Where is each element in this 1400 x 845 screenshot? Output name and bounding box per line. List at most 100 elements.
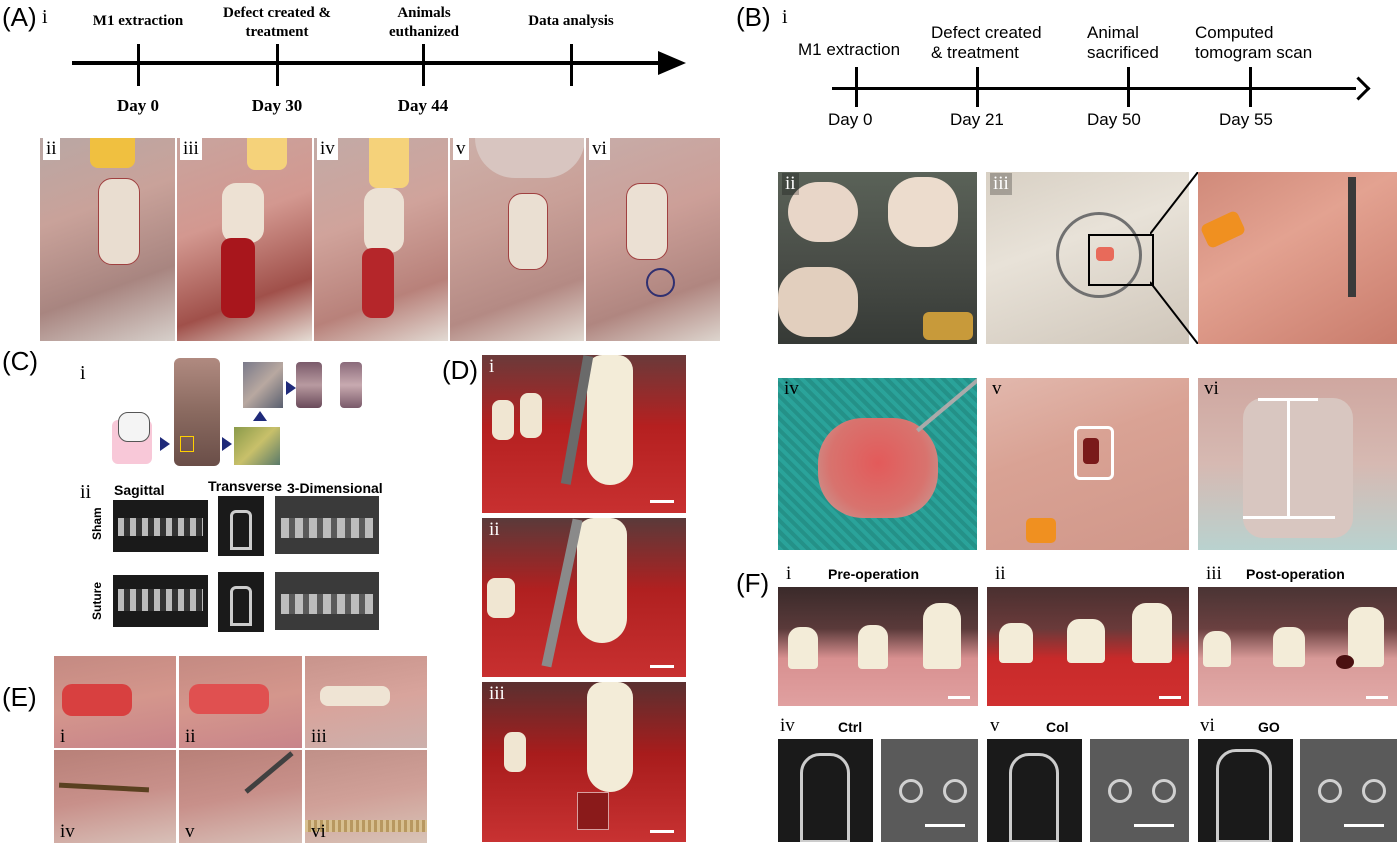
brass-fitting-shape — [923, 312, 973, 340]
timeline-event: Defect created & treatment — [931, 23, 1042, 62]
timeline-tick — [1127, 67, 1130, 107]
scale-bar — [650, 665, 674, 668]
panel-label-c: (C) — [2, 346, 39, 376]
timeline-day: Day 50 — [1087, 110, 1141, 129]
timeline-tick — [422, 44, 425, 86]
timeline-day: Day 0 — [116, 96, 160, 115]
panel-a-photo-vi: vi — [586, 138, 720, 341]
ct-root-shape — [1108, 779, 1132, 803]
tooth-shape — [923, 603, 961, 669]
molar-shape — [508, 193, 548, 270]
panel-label-b: (B) — [736, 2, 771, 32]
ct-ctrl-transverse — [881, 739, 978, 842]
ct-suture-3d — [275, 572, 379, 630]
ct-roman: iv — [780, 715, 795, 736]
photo-roman: vi — [589, 138, 610, 160]
probe-shape — [58, 782, 150, 793]
timeline-tick — [137, 44, 140, 86]
zoom-connector-lines — [1150, 172, 1199, 344]
ct-header: Col — [1046, 719, 1069, 735]
timeline-tick — [276, 44, 279, 86]
molars-shape — [320, 686, 390, 706]
panel-label-e: (E) — [2, 682, 37, 712]
photo-roman: iv — [784, 378, 799, 399]
tooth-shape — [1203, 631, 1231, 667]
timeline-axis — [72, 61, 662, 65]
scale-bar — [1366, 696, 1388, 699]
instrument-shape — [1348, 177, 1356, 297]
panel-e-photo-v: v — [179, 750, 302, 843]
panel-d-photo-ii: ii — [482, 518, 686, 677]
photo-roman: iv — [317, 138, 338, 160]
panel-f-photo-iii: iii Post-operation — [1198, 563, 1397, 706]
gloved-hand-shape — [888, 177, 958, 247]
ct-root-shape — [1318, 779, 1342, 803]
panel-f-photo-ii: ii — [987, 563, 1189, 706]
panel-c-roman-ii: ii — [80, 481, 92, 503]
tooth-shape — [1067, 619, 1105, 663]
ct-header: GO — [1258, 719, 1280, 735]
timeline-event: M1 extraction — [92, 13, 184, 29]
panel-b-photo-vi: vi — [1198, 378, 1397, 550]
measurement-line — [1287, 398, 1290, 518]
instrument-shape — [244, 751, 294, 794]
ct-teeth-shape — [118, 589, 203, 611]
defect-blood — [62, 684, 132, 716]
ct-row-label: Suture — [90, 581, 104, 620]
panel-label-f: (F) — [736, 568, 770, 598]
tooth-shape — [1273, 627, 1305, 667]
incisor-shape — [504, 732, 526, 772]
timeline-event: Animals euthanized — [388, 5, 459, 40]
panel-b-photo-iii: iii — [986, 172, 1189, 344]
tooth-shape — [858, 625, 888, 669]
scale-bar — [925, 824, 965, 827]
ct-teeth-shape — [281, 594, 373, 614]
arrow-icon — [253, 411, 267, 421]
ct-roman: v — [990, 715, 1000, 736]
orange-tip-shape — [1026, 518, 1056, 543]
tooth-crown-shape — [118, 412, 150, 442]
ct-tooth-shape — [1216, 749, 1272, 842]
ct-tooth-shape — [230, 586, 252, 626]
timeline-arrowhead-icon — [1346, 76, 1371, 101]
ct-go-sagittal — [1198, 739, 1293, 842]
ct-col-header: 3-Dimensional — [287, 480, 383, 496]
retractor-loop-shape — [1056, 212, 1142, 298]
photo-roman: v — [453, 138, 469, 160]
f-header: Post-operation — [1246, 566, 1345, 582]
photo-roman: ii — [782, 173, 799, 195]
ct-col-sagittal — [987, 739, 1082, 842]
photo-roman: iii — [180, 138, 202, 160]
ct-root-shape — [1362, 779, 1386, 803]
panel-label-a: (A) — [2, 2, 37, 32]
photo-roman: ii — [489, 519, 500, 540]
scale-bar — [1344, 824, 1384, 827]
photo-roman: ii — [43, 138, 60, 160]
scale-bar — [650, 500, 674, 503]
timeline-event: Animal sacrificed — [1087, 23, 1159, 62]
ct-col-header: Transverse — [208, 478, 282, 494]
molar-shape — [364, 188, 404, 253]
photo-roman: iii — [311, 726, 327, 747]
photo-roman: ii — [185, 726, 196, 747]
timeline-day: Day 21 — [950, 110, 1004, 129]
orange-tip-shape — [1199, 209, 1247, 250]
ct-header: Ctrl — [838, 719, 863, 735]
photo-roman: iv — [60, 821, 75, 842]
photo-roman: i — [489, 356, 495, 377]
tooth-shape — [999, 623, 1033, 663]
retractor-shape — [247, 138, 287, 170]
ct-roman: vi — [1200, 715, 1215, 736]
timeline-tick — [976, 67, 979, 107]
photo-roman: v — [185, 821, 195, 842]
zoom-box — [1088, 234, 1154, 286]
panel-b-roman-i: i — [782, 6, 788, 28]
incisor-shape — [492, 400, 514, 440]
canine-tooth-shape — [587, 355, 633, 485]
gloved-hand-shape — [788, 182, 858, 242]
ct-section-shape — [243, 362, 283, 408]
lesion-shape — [1336, 655, 1354, 669]
panel-label-d: (D) — [442, 355, 479, 385]
f-header: Pre-operation — [828, 566, 920, 582]
ct-sham-sagittal — [113, 500, 208, 552]
